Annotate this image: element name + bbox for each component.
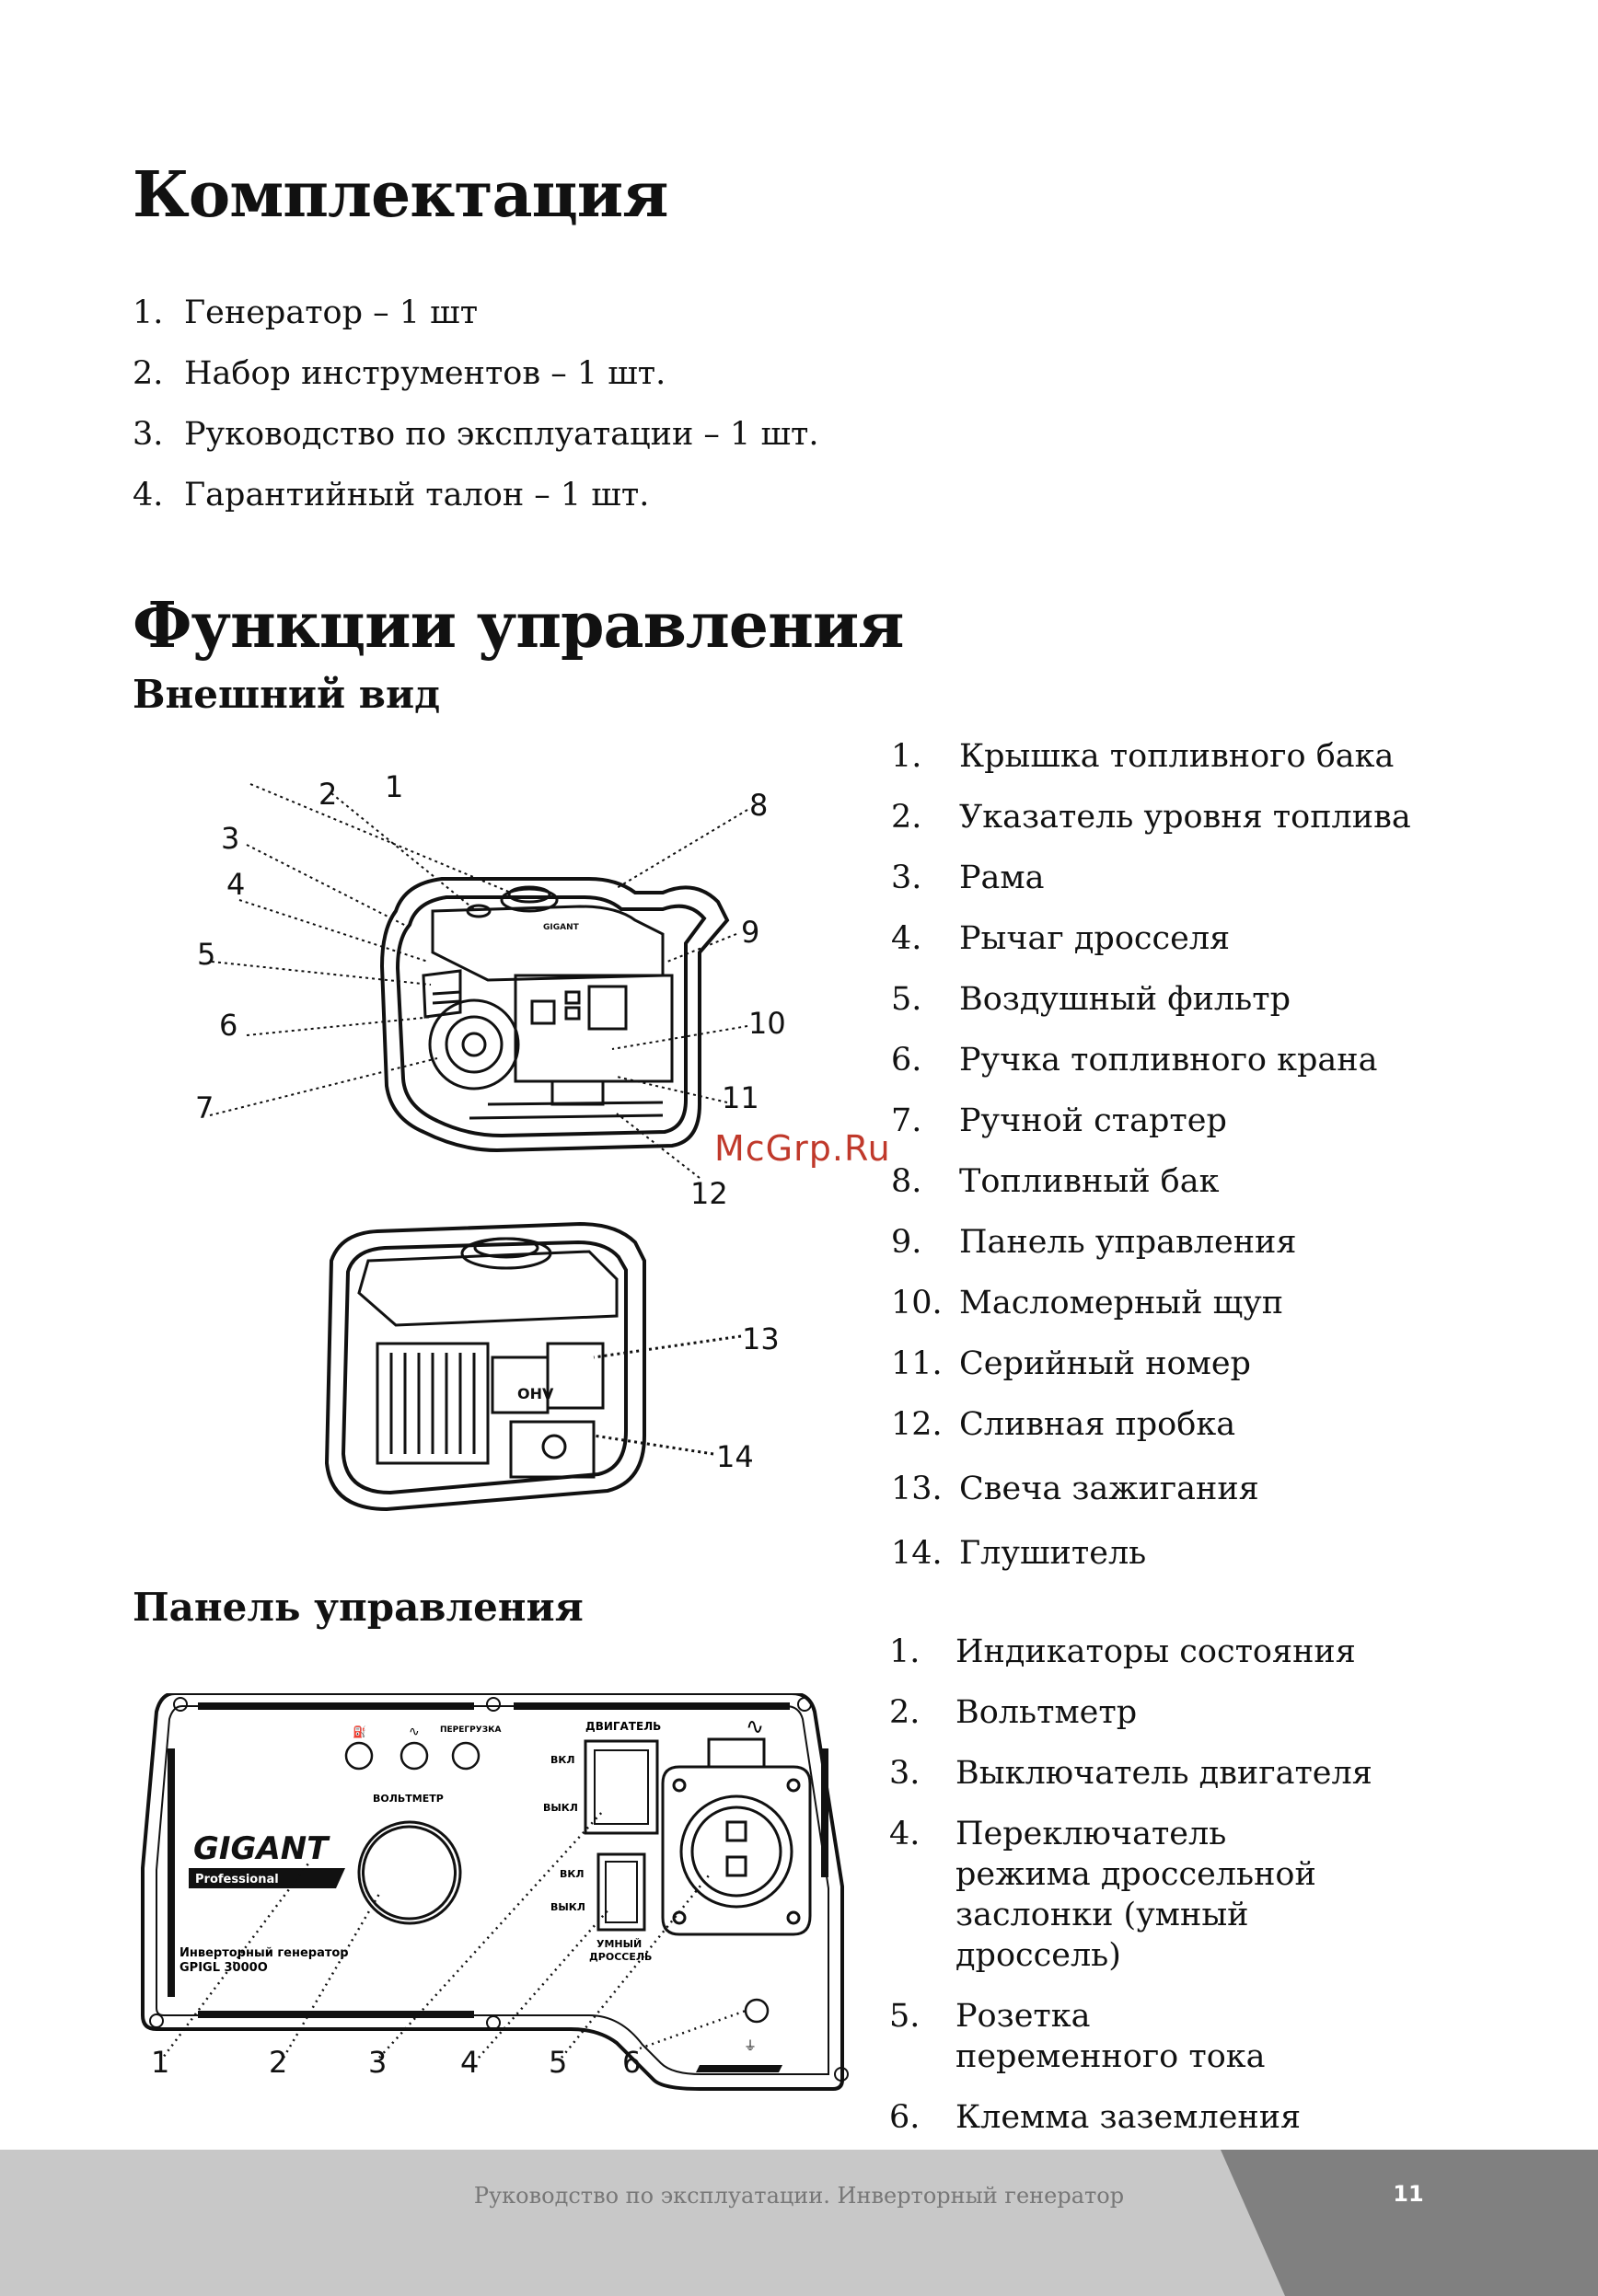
generator-rear-diagram: OHV 13 14: [324, 1221, 780, 1512]
generator-body: [422, 885, 674, 1120]
list-item: 1.Крышка топливного бака: [891, 738, 1395, 775]
generator-rear-body: [357, 1237, 619, 1479]
list-item: 5.Розетка переменного тока: [889, 1998, 1266, 2075]
list-item: 6.Клемма заземления: [889, 2099, 1302, 2136]
panel-callout-1: 1: [151, 2045, 169, 2080]
generator-frame: [379, 877, 730, 1153]
callout-6: 6: [219, 1008, 237, 1043]
page-number: 11: [1393, 2181, 1424, 2207]
list-item: 11.Серийный номер: [891, 1345, 1251, 1382]
callout-10: 10: [748, 1006, 786, 1041]
list-item: 2.Вольтметр: [889, 1694, 1138, 1731]
oil-can-icon: ⛽: [353, 1725, 366, 1738]
output-indicator-light: [400, 1741, 429, 1771]
panel-callout-4: 4: [460, 2045, 479, 2080]
oil-indicator-light: [344, 1741, 374, 1771]
ac-socket-symbol: ∿: [746, 1713, 764, 1739]
generator-front-diagram: GIGANT 1 2 3 4 5 6 7 8 9 10 11 12: [195, 769, 786, 1211]
callout-5: 5: [197, 937, 215, 972]
panel-callout-3: 3: [368, 2045, 387, 2080]
callout-2: 2: [318, 777, 337, 812]
panel-list: 1.Индикаторы состояния 2.Вольтметр 3.Вык…: [889, 1632, 1405, 2158]
list-item: 2.Набор инструментов – 1 шт.: [133, 355, 666, 392]
list-item: 4.Гарантийный талон – 1 шт.: [133, 477, 650, 513]
list-item: 5.Воздушный фильтр: [891, 981, 1291, 1018]
voltmeter-dial: [362, 1825, 457, 1921]
callout-14: 14: [716, 1439, 754, 1474]
list-item: 14.Глушитель: [891, 1535, 1147, 1572]
list-item: 7.Ручной стартер: [891, 1102, 1227, 1139]
ohv-label: OHV: [517, 1385, 554, 1402]
heading-controls: Функции управления: [133, 589, 905, 663]
list-item: 3.Выключатель двигателя: [889, 1755, 1372, 1792]
footer-title: Руководство по эксплуатации. Инверторный…: [473, 2183, 1125, 2209]
kit-list: 1.Генератор – 1 шт 2.Набор инструментов …: [133, 293, 961, 536]
list-item: 4.Рычаг дросселя: [891, 920, 1231, 957]
panel-callout-6: 6: [622, 2045, 641, 2080]
list-item: 1.Индикаторы состояния: [889, 1633, 1356, 1670]
list-item: 13.Свеча зажигания: [891, 1471, 1259, 1507]
smart-throttle-label-2: ДРОССЕЛЬ: [589, 1951, 652, 1963]
panel-model-line2: GPIGL 3000O: [179, 1961, 268, 1975]
smart-throttle-switch[interactable]: [596, 1852, 646, 1932]
panel-callout-leaders: [158, 1810, 747, 2062]
panel-callout-2: 2: [269, 2045, 287, 2080]
callout-4: 4: [226, 867, 245, 902]
ground-icon: ⏚: [744, 2039, 757, 2054]
smart-throttle-label-1: УМНЫЙ: [596, 1938, 642, 1950]
throttle-on-label: ВКЛ: [560, 1868, 585, 1880]
engine-on-label: ВКЛ: [550, 1754, 575, 1766]
voltmeter-label: ВОЛЬТМЕТР: [373, 1793, 444, 1805]
list-item: 3.Рама: [891, 860, 1045, 896]
heading-appearance: Внешний вид: [133, 672, 441, 717]
heading-panel: Панель управления: [133, 1585, 584, 1630]
footer-dark-tab: [1221, 2150, 1598, 2296]
list-item: 12.Сливная пробка: [891, 1406, 1236, 1443]
exterior-list: 1.Крышка топливного бака 2.Указатель уро…: [891, 736, 1572, 1594]
panel-brand-sub: Professional: [195, 1873, 279, 1886]
callout-11: 11: [722, 1080, 759, 1115]
callout-3: 3: [221, 821, 239, 856]
callout-leaders: [209, 783, 748, 1179]
panel-stripes: [696, 2065, 782, 2072]
control-panel-diagram: ⛽ ∿ ПЕРЕГРУЗКА ВОЛЬТМЕТР GIGANT Professi…: [141, 1693, 849, 2091]
overload-label: ПЕРЕГРУЗКА: [440, 1725, 501, 1735]
panel-brand-logo: GIGANT: [193, 1830, 330, 1867]
list-item: 6.Ручка топливного крана: [891, 1042, 1378, 1079]
list-item: 2.Указатель уровня топлива: [891, 799, 1411, 836]
callout-7: 7: [195, 1090, 214, 1125]
ac-socket[interactable]: [661, 1737, 812, 1936]
callout-8: 8: [749, 788, 768, 823]
throttle-off-label: ВЫКЛ: [550, 1901, 585, 1913]
panel-model-line1: Инверторный генератор: [179, 1946, 349, 1960]
list-item: 3.Руководство по эксплуатации – 1 шт.: [133, 416, 819, 453]
list-item: 9.Панель управления: [891, 1224, 1297, 1261]
engine-switch[interactable]: [584, 1739, 659, 1835]
generator-brand-label: GIGANT: [543, 923, 580, 932]
overload-indicator-light: [451, 1741, 481, 1771]
list-item: 4.Переключатель режима дроссельной засло…: [889, 1816, 1316, 1974]
callout-12: 12: [690, 1176, 728, 1211]
engine-off-label: ВЫКЛ: [543, 1802, 578, 1814]
panel-callout-5: 5: [549, 2045, 567, 2080]
ac-wave-icon: ∿: [409, 1725, 420, 1739]
generator-rear-frame: [324, 1221, 646, 1512]
heading-kit: Комплектация: [133, 158, 668, 232]
ground-terminal[interactable]: [744, 1998, 770, 2024]
callout-9: 9: [741, 915, 759, 950]
watermark: McGrp.Ru: [714, 1128, 891, 1169]
rear-callout-leaders: [593, 1334, 742, 1456]
callout-1: 1: [385, 769, 403, 804]
list-item: 1.Генератор – 1 шт: [133, 294, 479, 331]
engine-label: ДВИГАТЕЛЬ: [585, 1720, 661, 1733]
panel-outline: [141, 1693, 849, 2091]
callout-13: 13: [742, 1321, 780, 1356]
list-item: 10.Масломерный щуп: [891, 1285, 1284, 1321]
panel-bars: [168, 1702, 828, 2018]
list-item: 8.Топливный бак: [891, 1163, 1220, 1200]
